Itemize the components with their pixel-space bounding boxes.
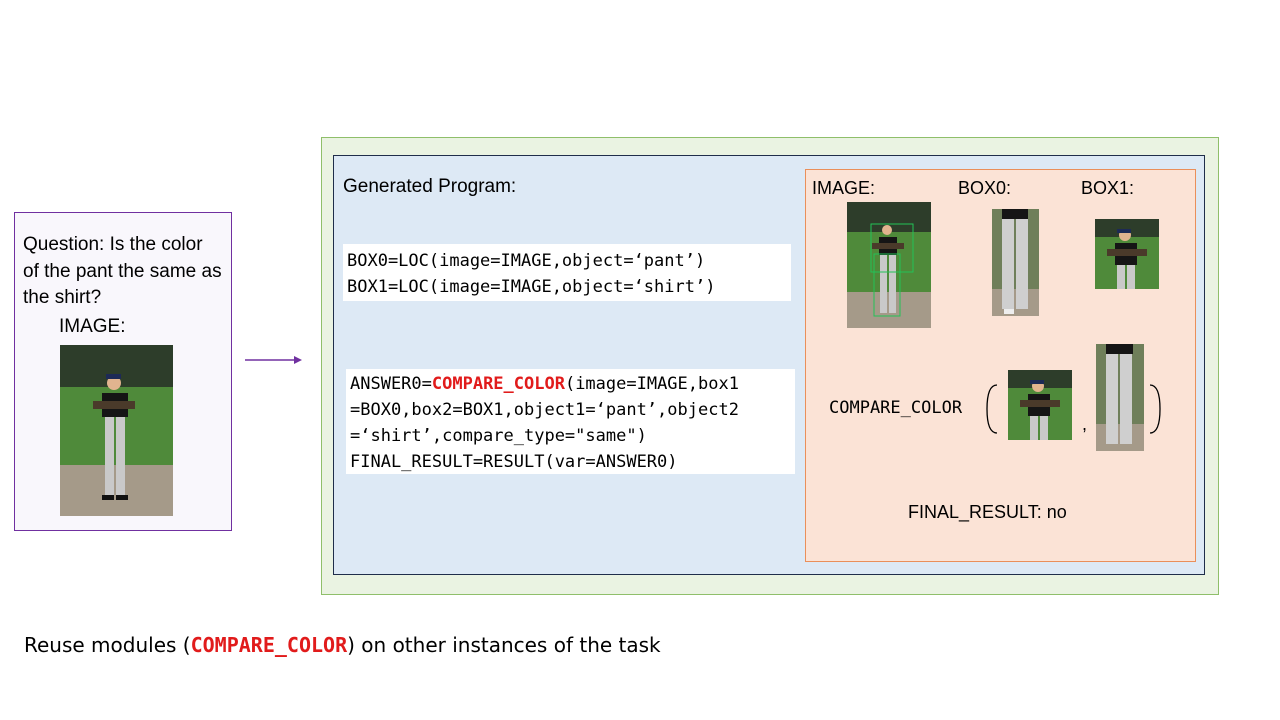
arrow-icon [245, 356, 302, 364]
question-image-label: IMAGE: [59, 316, 126, 337]
compare-arg2-crop [1096, 344, 1144, 451]
caption-prefix: Reuse modules ( [24, 633, 191, 657]
question-text: Question: Is the color of the pant the s… [23, 234, 222, 308]
compare-color-label: COMPARE_COLOR [829, 398, 963, 418]
right-paren-icon [1149, 384, 1161, 434]
code-line: ANSWER0=COMPARE_COLOR(image=IMAGE,box1 [350, 371, 795, 397]
code-block-compare: ANSWER0=COMPARE_COLOR(image=IMAGE,box1 =B… [346, 369, 795, 474]
box1-label: BOX1: [1081, 178, 1135, 198]
code-line: FINAL_RESULT=RESULT(var=ANSWER0) [350, 452, 678, 472]
box0-label: BOX0: [958, 178, 1012, 198]
code-line: BOX0=LOC(image=IMAGE,object=‘pant’) [347, 251, 706, 271]
image-thumbnail [847, 202, 931, 328]
caption-suffix: ) on other instances of the task [347, 633, 661, 657]
batter-figure [93, 374, 135, 500]
comma-separator: , [1082, 414, 1088, 434]
code-block-loc: BOX0=LOC(image=IMAGE,object=‘pant’) BOX1=… [343, 244, 791, 301]
caption-keyword: COMPARE_COLOR [190, 633, 348, 657]
compare-color-keyword: COMPARE_COLOR [431, 374, 565, 394]
program-title: Generated Program: [343, 176, 517, 197]
box1-crop [1095, 219, 1159, 289]
compare-arg1-crop [1008, 370, 1072, 440]
code-prefix: ANSWER0= [350, 374, 432, 394]
code-line: =BOX0,box2=BOX1,object1=‘pant’,object2 [350, 400, 739, 420]
image-label: IMAGE: [812, 178, 876, 198]
code-line: =‘shirt’,compare_type="same") [350, 426, 647, 446]
caption: Reuse modules (COMPARE_COLOR) on other i… [24, 633, 661, 657]
final-result: FINAL_RESULT: no [908, 502, 1067, 522]
left-paren-icon [986, 384, 998, 434]
box0-crop [992, 209, 1039, 316]
question-photo [60, 345, 173, 516]
code-line: BOX1=LOC(image=IMAGE,object=‘shirt’) [347, 277, 716, 297]
code-rest: (image=IMAGE,box1 [564, 374, 739, 394]
